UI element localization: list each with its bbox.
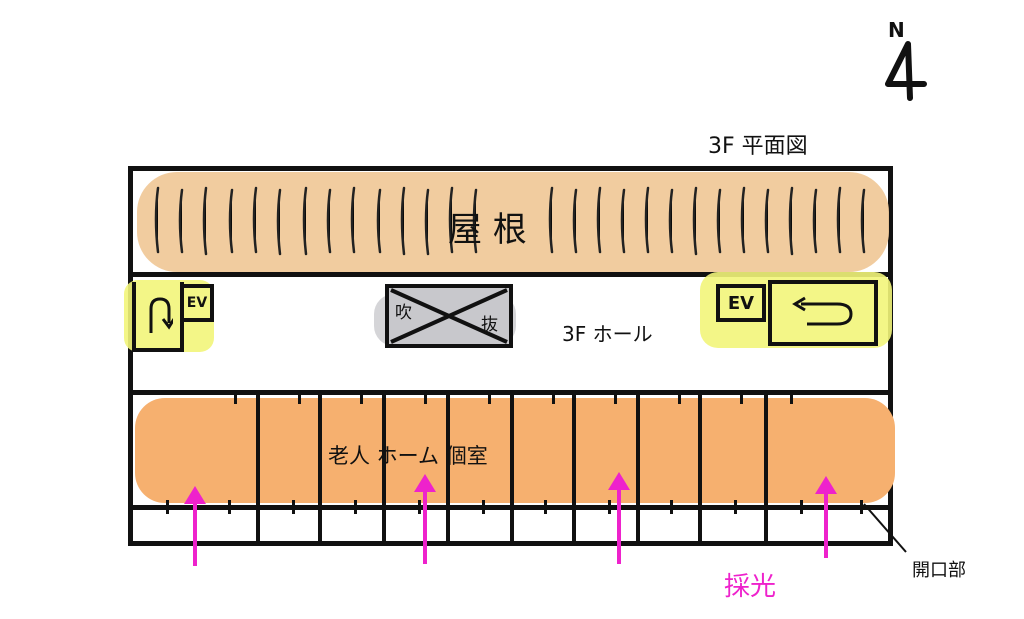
window-tick [608, 500, 611, 514]
roof-divider [128, 272, 893, 277]
window-tick [670, 500, 673, 514]
room-wall [764, 394, 768, 507]
window-tick [228, 500, 231, 514]
room-wall [572, 394, 576, 507]
rooms-divider [128, 390, 893, 395]
window-tick [544, 500, 547, 514]
room-wall [698, 394, 702, 507]
roof-area [137, 172, 889, 272]
north-arrow-icon [885, 41, 927, 101]
room-wall [510, 394, 514, 507]
daylight-arrow [824, 492, 828, 558]
opening-label: 開口部 [912, 560, 966, 581]
balcony-wall [446, 508, 450, 544]
balcony-wall [510, 508, 514, 544]
daylight-arrow-head-icon [815, 476, 837, 494]
right-stair-box [768, 280, 878, 346]
balcony-wall [318, 508, 322, 544]
window-tick [234, 390, 237, 404]
window-tick [800, 500, 803, 514]
void-cross-icon [390, 288, 508, 344]
room-wall [636, 394, 640, 507]
window-tick [552, 390, 555, 404]
window-tick [488, 390, 491, 404]
daylight-arrow-head-icon [608, 472, 630, 490]
left-elevator-label: EV [186, 295, 208, 311]
daylight-arrow [617, 488, 621, 564]
balcony-wall [636, 508, 640, 544]
window-tick [360, 390, 363, 404]
room-wall [382, 394, 386, 507]
void-label-right: 抜 [481, 315, 498, 335]
balcony-wall [764, 508, 768, 544]
right-elevator: EV [716, 284, 766, 322]
roof-hatching [154, 186, 866, 256]
u-turn-arrow-icon [149, 297, 173, 333]
window-tick [418, 500, 421, 514]
daylight-arrow-head-icon [184, 486, 206, 504]
window-tick [482, 500, 485, 514]
window-tick [424, 390, 427, 404]
balcony-wall [382, 508, 386, 544]
void-opening: 吹 抜 [385, 284, 513, 348]
roof-label: 屋 根 [448, 210, 527, 250]
window-tick [614, 390, 617, 404]
daylight-label: 採光 [724, 572, 777, 602]
balcony-wall [698, 508, 702, 544]
window-tick [790, 390, 793, 404]
u-turn-arrow-icon [792, 296, 853, 326]
balcony-divider [128, 505, 893, 510]
rooms-area [135, 398, 895, 503]
window-tick [860, 500, 863, 514]
window-tick [678, 390, 681, 404]
window-tick [298, 390, 301, 404]
window-tick [740, 390, 743, 404]
left-elevator: EV [180, 284, 214, 322]
north-letter: N [888, 18, 905, 42]
window-tick [734, 500, 737, 514]
daylight-arrow [193, 502, 197, 566]
left-stair-box [132, 282, 184, 352]
window-tick [354, 500, 357, 514]
right-elevator-label: EV [727, 292, 755, 314]
daylight-arrow [423, 490, 427, 564]
balcony-wall [572, 508, 576, 544]
balcony-wall [256, 508, 260, 544]
room-wall [318, 394, 322, 507]
window-tick [166, 500, 169, 514]
room-wall [446, 394, 450, 507]
rooms-label: 老人 ホーム 個室 [328, 444, 488, 468]
window-tick [292, 500, 295, 514]
floor-plan-title: 3F 平面図 [708, 134, 808, 159]
void-label-left: 吹 [395, 303, 412, 323]
opening-leader-line [863, 503, 907, 553]
daylight-arrow-head-icon [414, 474, 436, 492]
room-wall [256, 394, 260, 507]
hall-label: 3F ホール [562, 322, 653, 346]
